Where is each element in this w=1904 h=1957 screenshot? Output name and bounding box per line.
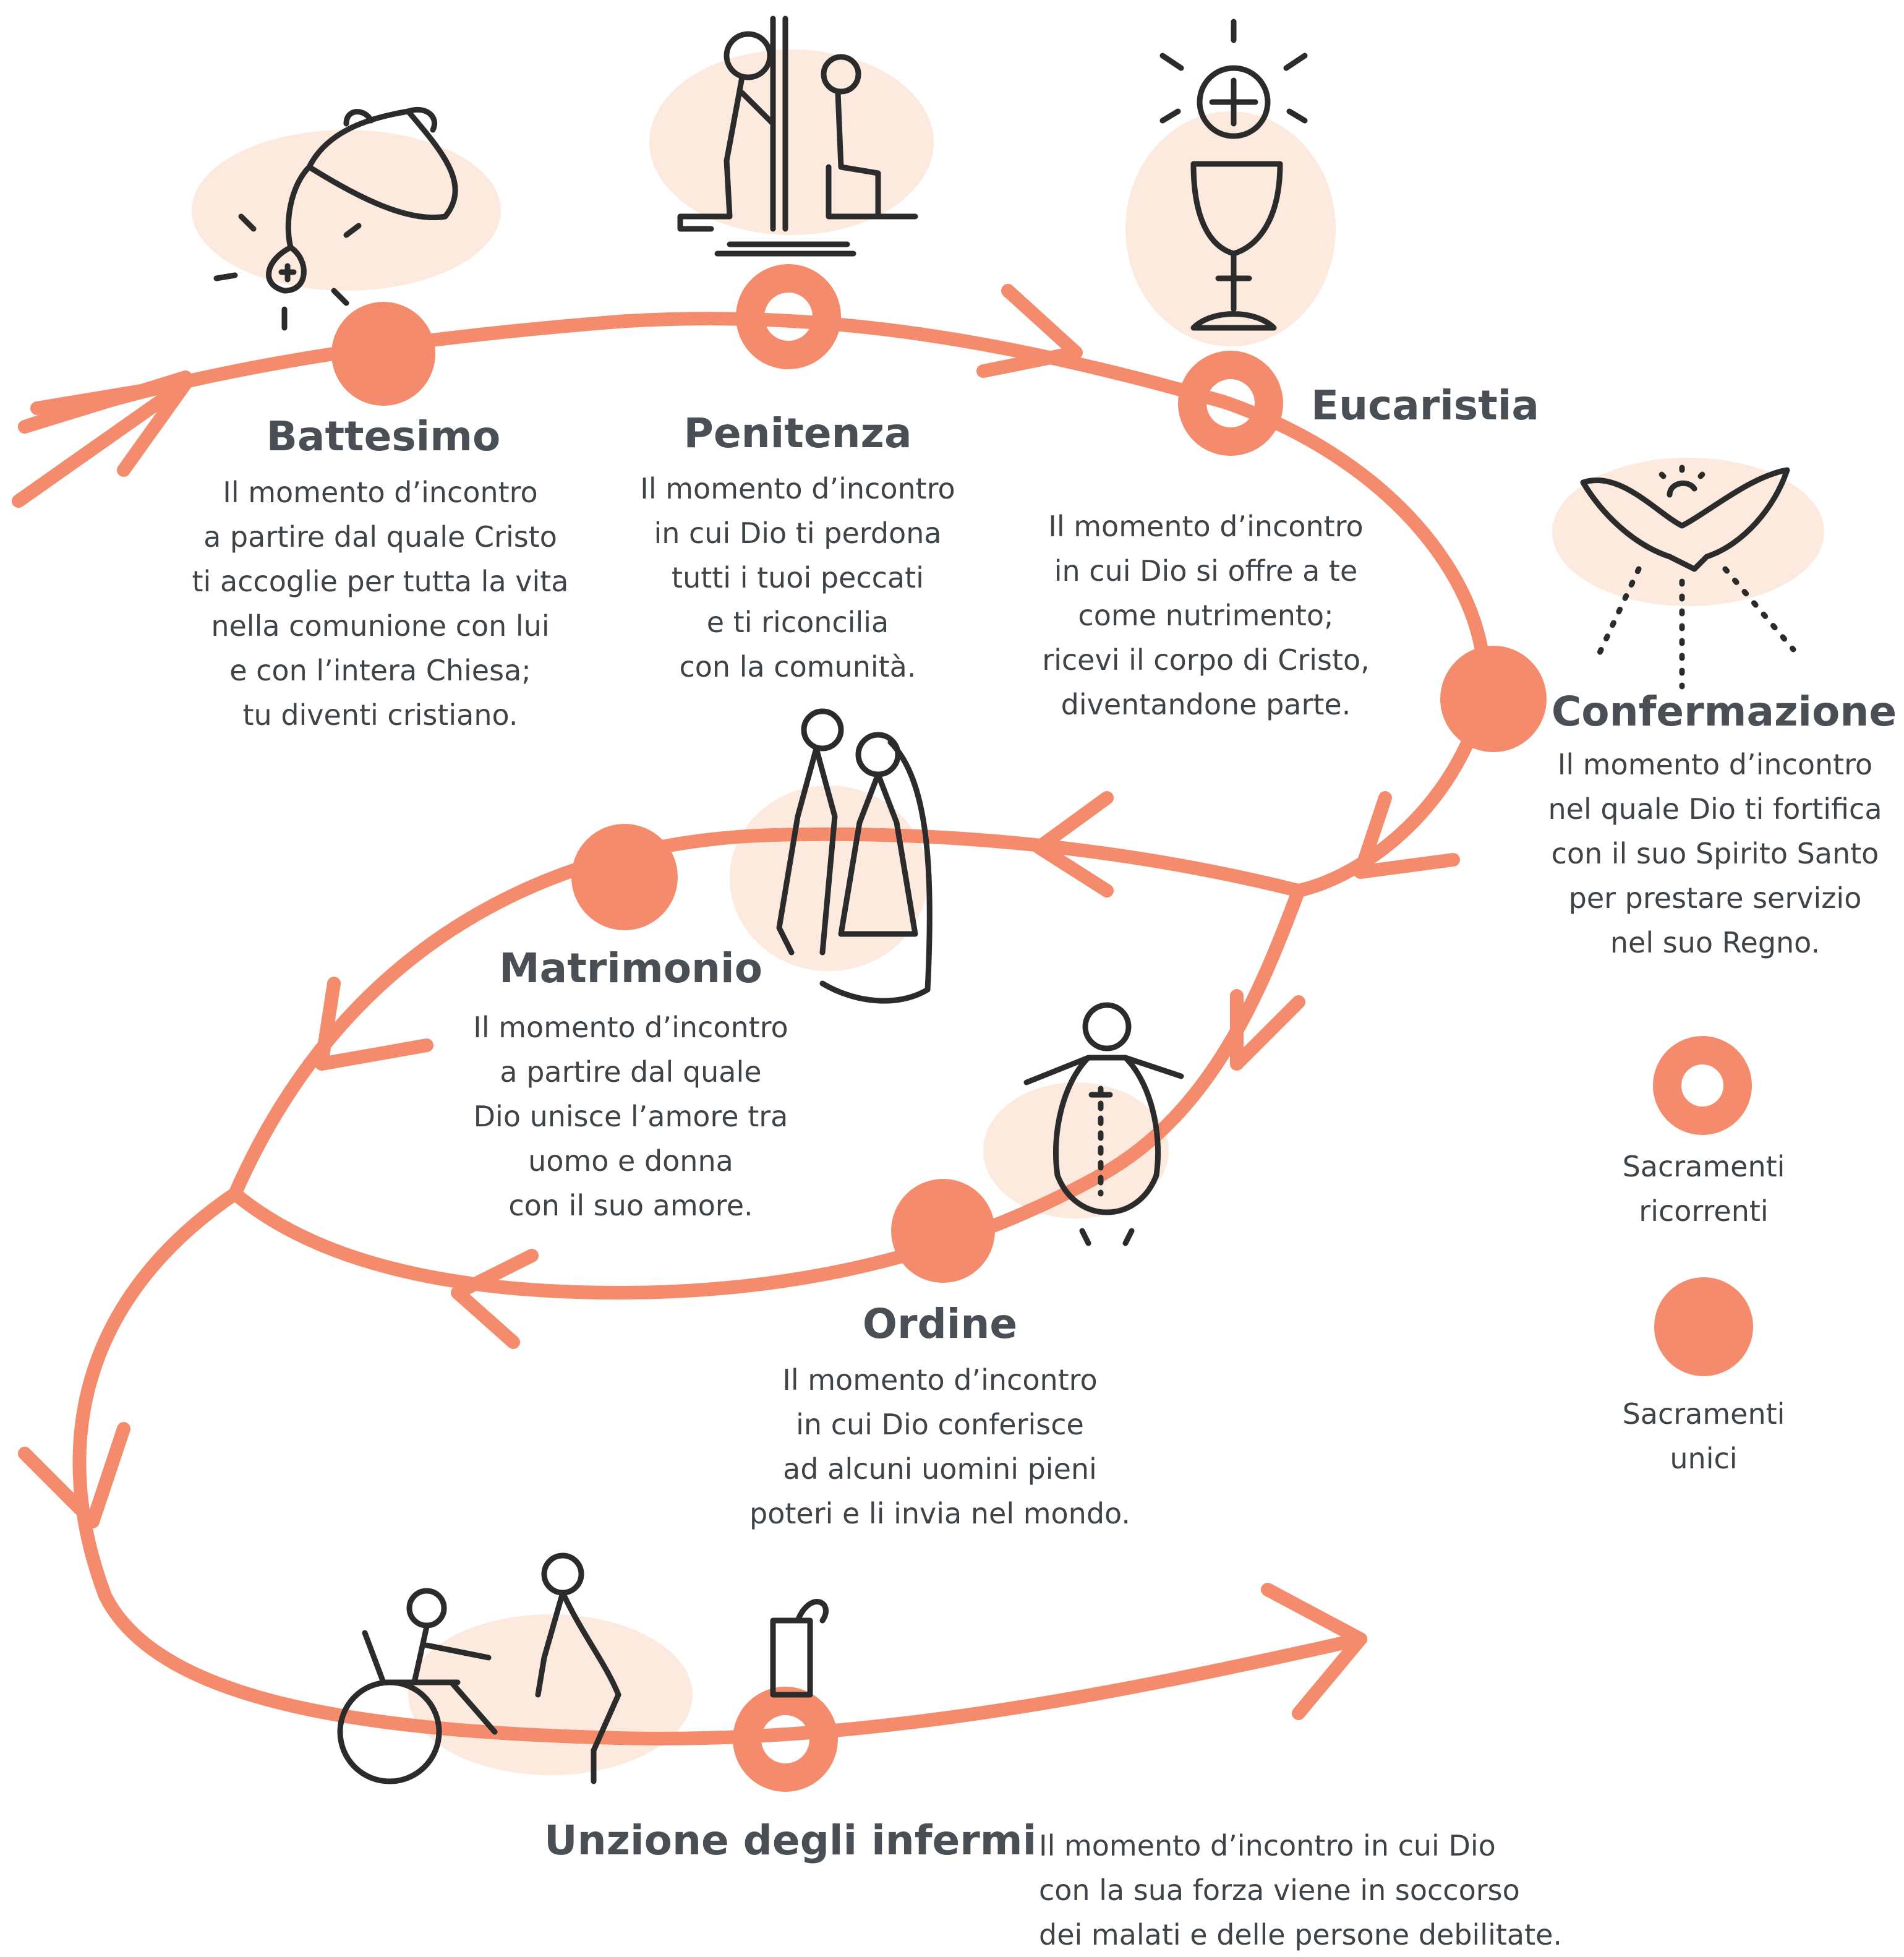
sacrament-markers [331, 264, 1547, 1792]
desc-eucaristia: Il momento d’incontro in cui Dio si offr… [1042, 510, 1370, 721]
desc-matrimonio: Il momento d’incontro a partire dal qual… [473, 1011, 788, 1222]
path-segment-middle-upper [228, 827, 1305, 1201]
priest-icon [1023, 1002, 1184, 1246]
legend-unique-dot [1654, 1277, 1753, 1376]
desc-penitenza: Il momento d’incontro in cui Dio ti perd… [640, 472, 955, 683]
desc-ordine: Il momento d’incontro in cui Dio conferi… [749, 1363, 1130, 1530]
legend-markers [1653, 1036, 1753, 1376]
marker-penitenza [736, 264, 841, 369]
confession-icon [677, 15, 918, 257]
marker-unzione [733, 1687, 838, 1792]
arrow-bottom-left-icon [18, 1422, 130, 1528]
arrow-top-icon [976, 284, 1083, 378]
marker-battesimo [331, 302, 435, 406]
wedding-couple-icon [776, 708, 933, 1004]
blob-penitenza [649, 49, 934, 235]
arrow-right-down-icon [1354, 791, 1460, 879]
title-eucaristia: Eucaristia [1311, 382, 1539, 429]
arrow-branch-down-icon [1230, 989, 1305, 1071]
arrow-ordine-left-icon [451, 1249, 539, 1349]
marker-confermazione [1440, 646, 1547, 752]
title-confermazione: Confermazione [1551, 688, 1897, 735]
desc-battesimo: Il momento d’incontro a partire dal qual… [192, 476, 569, 732]
arrow-middle-left-icon [1032, 791, 1114, 897]
blob-ordine [983, 1082, 1169, 1218]
legend-unique-label: Sacramenti unici [1622, 1397, 1785, 1475]
arrow-end-icon [1261, 1583, 1367, 1720]
desc-confermazione: Il momento d’incontro nel quale Dio ti f… [1548, 748, 1882, 959]
illustrations [213, 15, 1796, 1784]
title-unzione: Unzione degli infermi [544, 1817, 1037, 1864]
blob-eucaristia [1125, 111, 1336, 346]
wheelchair-anointing-icon [337, 1552, 829, 1784]
marker-matrimonio [571, 824, 678, 930]
chalice-host-icon [1159, 19, 1308, 331]
blob-battesimo [192, 130, 501, 291]
desc-unzione: Il momento d’incontro in cui Dio con la … [1039, 1829, 1563, 1951]
arrow-matrimonio-left-icon [315, 977, 433, 1071]
path-segment-middle-branch [228, 884, 1305, 1300]
legend-recurring-ring [1653, 1036, 1752, 1135]
path-arrows [12, 284, 1460, 1720]
legend-recurring-label: Sacramenti ricorrenti [1622, 1150, 1785, 1228]
title-penitenza: Penitenza [683, 409, 912, 457]
arrow-start-icon-2 [117, 377, 192, 477]
title-matrimonio: Matrimonio [498, 944, 762, 992]
baptism-jug-icon [213, 106, 458, 331]
dove-icon [1580, 461, 1796, 690]
marker-eucaristia [1178, 351, 1283, 456]
title-battesimo: Battesimo [266, 413, 501, 460]
blob-confermazione [1552, 458, 1824, 606]
title-ordine: Ordine [862, 1300, 1018, 1348]
marker-ordine [891, 1179, 995, 1283]
path-segment-bottom [72, 1187, 1367, 1745]
